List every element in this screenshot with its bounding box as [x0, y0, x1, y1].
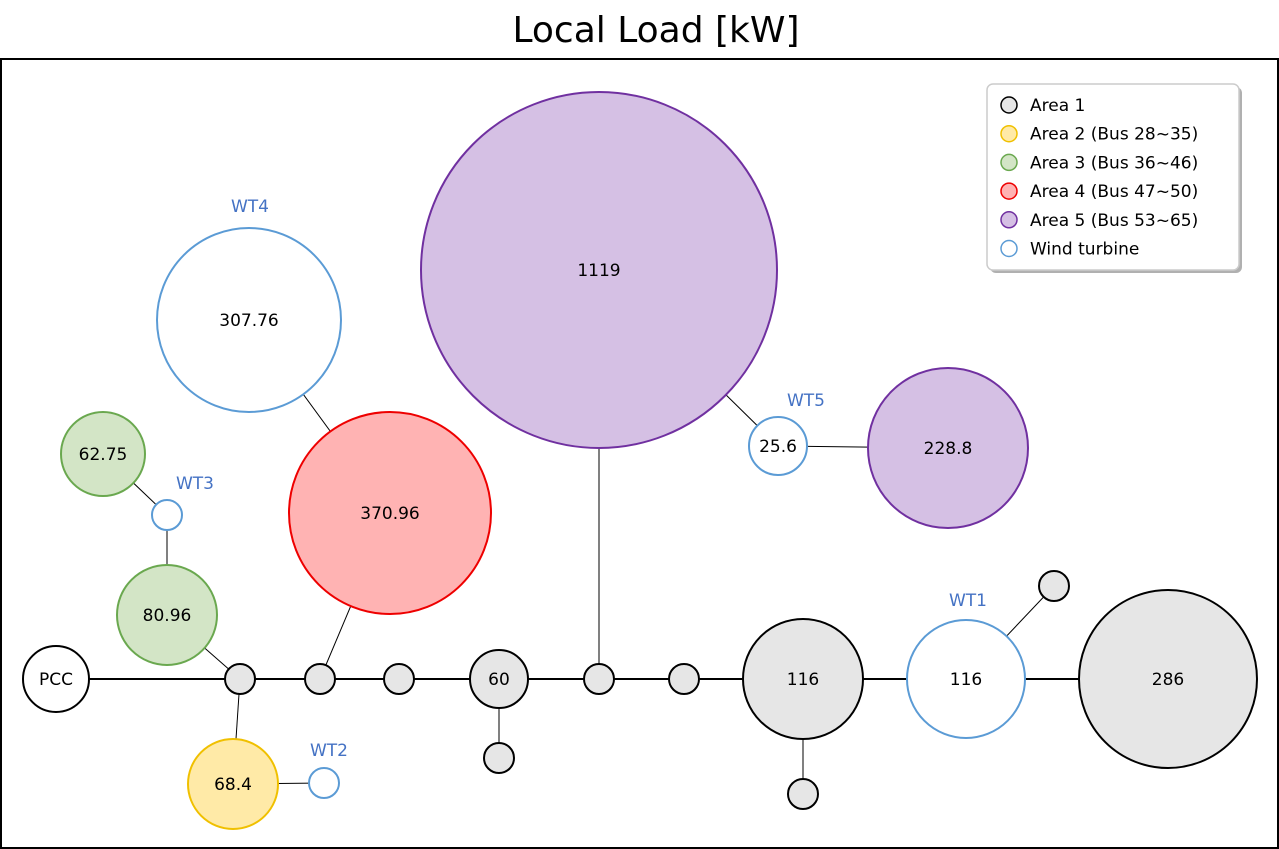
node-wt5	[748, 416, 808, 476]
node-a5b	[867, 367, 1029, 529]
node-a5a	[420, 91, 778, 449]
legend-label-area2: Area 2 (Bus 28~35)	[1030, 125, 1198, 145]
node-label-a3a: 80.96	[143, 606, 192, 626]
node-label-a2: 68.4	[214, 775, 252, 795]
node-b5	[583, 663, 615, 695]
node-wt2	[308, 767, 340, 799]
node-wt1s	[1038, 570, 1070, 602]
node-label-wt4: 307.76	[219, 311, 278, 331]
legend-label-area1: Area 1	[1030, 96, 1085, 116]
node-b6	[668, 663, 700, 695]
diagram-title: Local Load [kW]	[512, 10, 799, 51]
node-label-pcc: PCC	[39, 670, 73, 690]
legend-marker-wind	[1000, 239, 1018, 258]
node-a3b	[60, 411, 146, 497]
node-b3	[383, 663, 415, 695]
wind-turbine-tag-wt4: WT4	[231, 197, 269, 217]
node-b116	[742, 618, 864, 740]
node-b116s	[787, 778, 819, 810]
node-b60	[469, 649, 529, 709]
node-wt1	[906, 619, 1026, 739]
node-pcc	[22, 645, 90, 713]
wind-turbine-tag-wt5: WT5	[787, 391, 825, 411]
node-label-a3b: 62.75	[79, 445, 128, 465]
legend-marker-area4	[1000, 182, 1018, 200]
legend-label-wind: Wind turbine	[1030, 240, 1139, 260]
node-label-b60: 60	[488, 670, 510, 690]
node-wt3	[151, 499, 183, 531]
wind-turbine-tag-wt2: WT2	[310, 741, 348, 761]
node-label-b116: 116	[787, 670, 819, 690]
legend: Area 1 Area 2 (Bus 28~35) Area 3 (Bus 36~4…	[986, 83, 1242, 273]
legend-label-area4: Area 4 (Bus 47~50)	[1030, 182, 1198, 202]
wind-turbine-tag-wt1: WT1	[949, 591, 987, 611]
node-label-wt1: 116	[950, 670, 982, 690]
legend-marker-area5	[1000, 211, 1018, 229]
legend-label-area5: Area 5 (Bus 53~65)	[1030, 211, 1198, 231]
node-b286	[1078, 589, 1258, 769]
node-a4	[288, 411, 492, 615]
node-b2	[304, 663, 336, 695]
nodes-layer: PCC 60 116 116 WT1 286 68.4 WT2 80.96 WT3 62.75 370…	[22, 91, 1258, 830]
node-label-a5a: 1119	[577, 261, 620, 281]
wind-turbine-tag-wt3: WT3	[176, 474, 214, 494]
legend-marker-area3	[1000, 153, 1018, 172]
legend-label-area3: Area 3 (Bus 36~46)	[1030, 153, 1198, 173]
legend-marker-area2	[1000, 124, 1018, 143]
node-label-wt5: 25.6	[759, 437, 797, 457]
node-label-a5b: 228.8	[924, 439, 973, 459]
node-wt4	[156, 227, 342, 413]
node-label-b286: 286	[1152, 670, 1184, 690]
node-a2	[187, 738, 279, 830]
legend-marker-area1	[1000, 96, 1018, 114]
node-a3a	[116, 564, 218, 666]
legend-box	[986, 83, 1240, 271]
node-b60s	[483, 742, 515, 774]
node-label-a4: 370.96	[360, 504, 419, 524]
node-b1	[224, 663, 256, 695]
